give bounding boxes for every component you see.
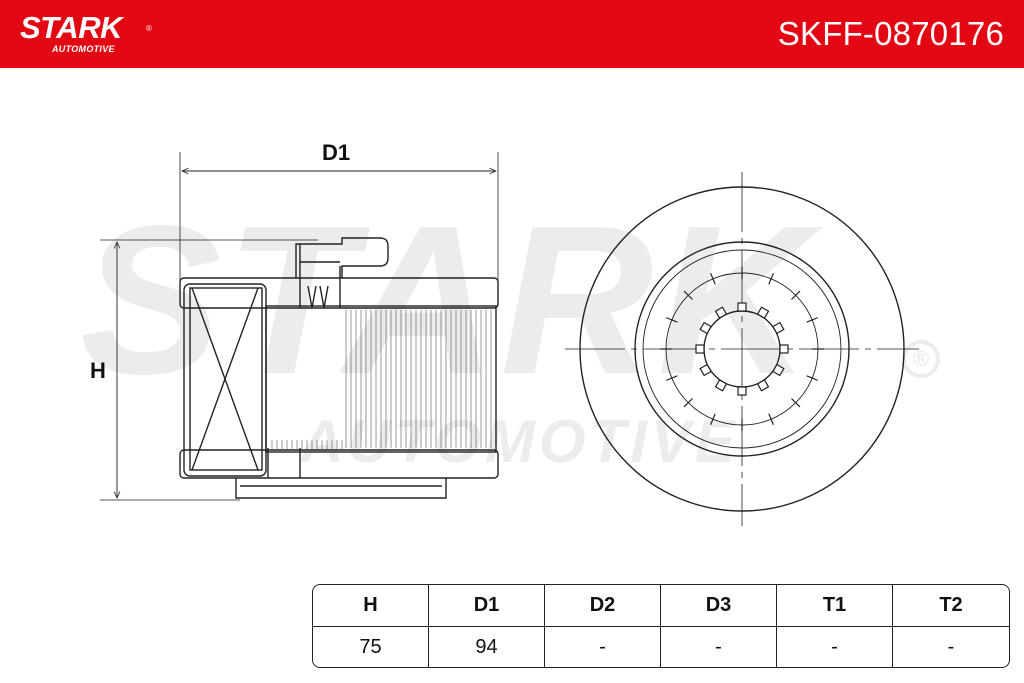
rib-ticks xyxy=(660,267,824,431)
brand-logo: STARK ® AUTOMOTIVE xyxy=(20,10,160,58)
rib-tick xyxy=(768,413,774,425)
rib-tick xyxy=(666,375,678,381)
rib-tick xyxy=(666,317,678,323)
brand-sub: AUTOMOTIVE xyxy=(52,44,115,54)
header-bar: STARK ® AUTOMOTIVE SKFF-0870176 xyxy=(0,0,1024,68)
filter-body xyxy=(265,305,497,453)
inner-tooth xyxy=(714,379,728,392)
spec-value-t2: - xyxy=(947,636,955,658)
spec-value-d2: - xyxy=(545,627,661,667)
spec-value-d3: - xyxy=(661,627,777,667)
spec-header-d2: D2 xyxy=(545,585,661,627)
d1-label: D1 xyxy=(322,140,351,165)
side-view xyxy=(100,152,499,501)
watermark: STARK ® AUTOMOTIVE xyxy=(80,181,940,480)
watermark-main: STARK xyxy=(80,181,815,418)
inner-tooth xyxy=(699,321,712,335)
spec-header-t1: T1 xyxy=(777,585,893,627)
rib-tick xyxy=(806,317,818,323)
housing-cross-b xyxy=(191,287,259,471)
spec-value-h: 75 xyxy=(313,627,429,667)
inner-teeth xyxy=(695,302,789,396)
filter-pleats xyxy=(271,310,492,450)
h-label: H xyxy=(90,358,106,383)
inner-tooth xyxy=(714,306,728,319)
inner-tooth xyxy=(756,379,770,392)
rib-tick xyxy=(710,273,716,285)
front-view xyxy=(565,172,919,526)
inner-tooth xyxy=(737,302,747,312)
rib-tick xyxy=(791,290,801,300)
inner-tooth xyxy=(699,363,712,377)
part-number: SKFF-0870176 xyxy=(777,15,1004,52)
rib-tick xyxy=(791,398,801,408)
rib-tick xyxy=(806,375,818,381)
inner-tooth xyxy=(772,321,785,335)
inner-tooth xyxy=(772,363,785,377)
spec-header-h: H xyxy=(313,585,429,627)
rib-tick xyxy=(710,413,716,425)
spec-header-d3: D3 xyxy=(661,585,777,627)
spec-value-t1: - xyxy=(777,627,893,667)
spec-header-t2: T2 xyxy=(893,585,1009,627)
top-nozzle xyxy=(295,237,389,278)
brand-name: STARK xyxy=(20,10,122,45)
bottom-outlet xyxy=(235,478,447,499)
bottom-cap xyxy=(179,449,499,479)
inner-tooth xyxy=(695,344,705,354)
inner-tooth xyxy=(756,306,770,319)
rib-tick xyxy=(768,273,774,285)
spec-table: H D1 D2 D3 T1 T2 75 94 - - - - xyxy=(312,584,1010,668)
spec-header-d1: D1 xyxy=(429,585,545,627)
nozzle-teeth xyxy=(307,285,329,309)
inner-tooth xyxy=(737,386,747,396)
top-cap xyxy=(179,277,499,309)
spec-value-d1: 94 xyxy=(429,627,545,667)
housing-inner xyxy=(189,287,263,471)
rib-tick xyxy=(683,398,693,408)
rib-tick xyxy=(683,290,693,300)
brand-registered-mark: ® xyxy=(146,24,152,33)
inner-tooth xyxy=(779,344,789,354)
